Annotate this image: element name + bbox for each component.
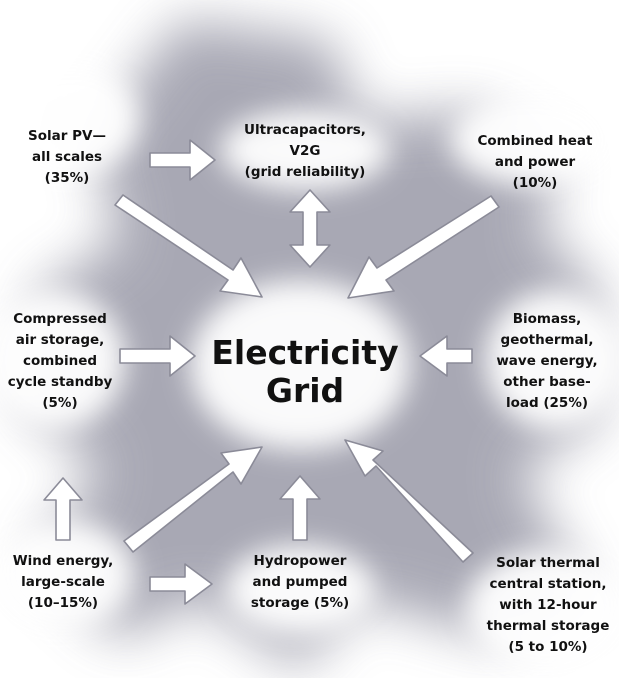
center-title: Electricity Grid xyxy=(211,334,398,410)
center-title-line1: Electricity xyxy=(211,333,399,372)
arrow-biomass-to-grid xyxy=(419,335,473,377)
label-hydropower: Hydropower and pumped storage (5%) xyxy=(251,551,349,614)
center-title-line2: Grid xyxy=(265,371,345,410)
label-line: large-scale xyxy=(21,574,105,590)
arrow-wind-to-hydro xyxy=(149,563,213,605)
label-line: geothermal, xyxy=(500,332,594,348)
label-line: central station, xyxy=(489,576,607,592)
label-biomass: Biomass, geothermal, wave energy, other … xyxy=(496,309,597,414)
label-line: air storage, xyxy=(15,332,105,348)
label-line: Wind energy, xyxy=(12,553,114,569)
label-line: Ultracapacitors, xyxy=(244,122,366,138)
label-line: (5%) xyxy=(42,395,78,411)
label-line: Biomass, xyxy=(512,311,582,327)
label-line: (35%) xyxy=(44,170,90,186)
label-solar-pv: Solar PV— all scales (35%) xyxy=(28,126,106,189)
label-line: other base- xyxy=(503,374,591,390)
label-line: (10%) xyxy=(512,175,558,191)
label-line: and power xyxy=(494,154,576,170)
label-line: (10–15%) xyxy=(27,595,99,611)
arrow-wind-to-compressed xyxy=(43,477,83,541)
label-line: (5 to 10%) xyxy=(508,639,588,655)
arrow-solar-thermal-to-grid xyxy=(344,439,474,563)
arrow-wind-to-grid xyxy=(123,446,263,553)
label-line: cycle standby xyxy=(7,374,113,390)
label-line: V2G xyxy=(289,143,321,159)
label-line: storage (5%) xyxy=(250,595,350,611)
label-compressed-air: Compressed air storage, combined cycle s… xyxy=(8,309,113,414)
label-line: Solar PV— xyxy=(28,128,106,144)
label-line: thermal storage xyxy=(486,618,610,634)
label-line: wave energy, xyxy=(496,353,598,369)
label-line: Solar thermal xyxy=(496,555,600,571)
arrow-solar-to-ultracap xyxy=(149,139,216,181)
label-line: combined xyxy=(22,353,98,369)
label-line: with 12-hour xyxy=(499,597,597,613)
arrow-compressed-to-grid xyxy=(119,335,196,377)
label-line: and pumped xyxy=(252,574,348,590)
label-line: (grid reliability) xyxy=(244,164,366,180)
arrow-ultracap-bidirectional xyxy=(289,189,331,268)
label-line: all scales xyxy=(31,149,103,165)
label-ultracapacitors: Ultracapacitors, V2G (grid reliability) xyxy=(244,120,366,183)
arrow-chp-to-grid xyxy=(347,195,500,299)
arrow-solar-to-grid xyxy=(114,194,263,298)
label-combined-heat: Combined heat and power (10%) xyxy=(477,131,592,194)
label-line: Hydropower xyxy=(253,553,347,569)
label-solar-thermal: Solar thermal central station, with 12-h… xyxy=(487,553,610,658)
label-line: Combined heat xyxy=(477,133,593,149)
arrow-hydro-to-grid xyxy=(279,475,321,541)
label-wind: Wind energy, large-scale (10–15%) xyxy=(13,551,114,614)
label-line: load (25%) xyxy=(505,395,589,411)
label-line: Compressed xyxy=(13,311,107,327)
